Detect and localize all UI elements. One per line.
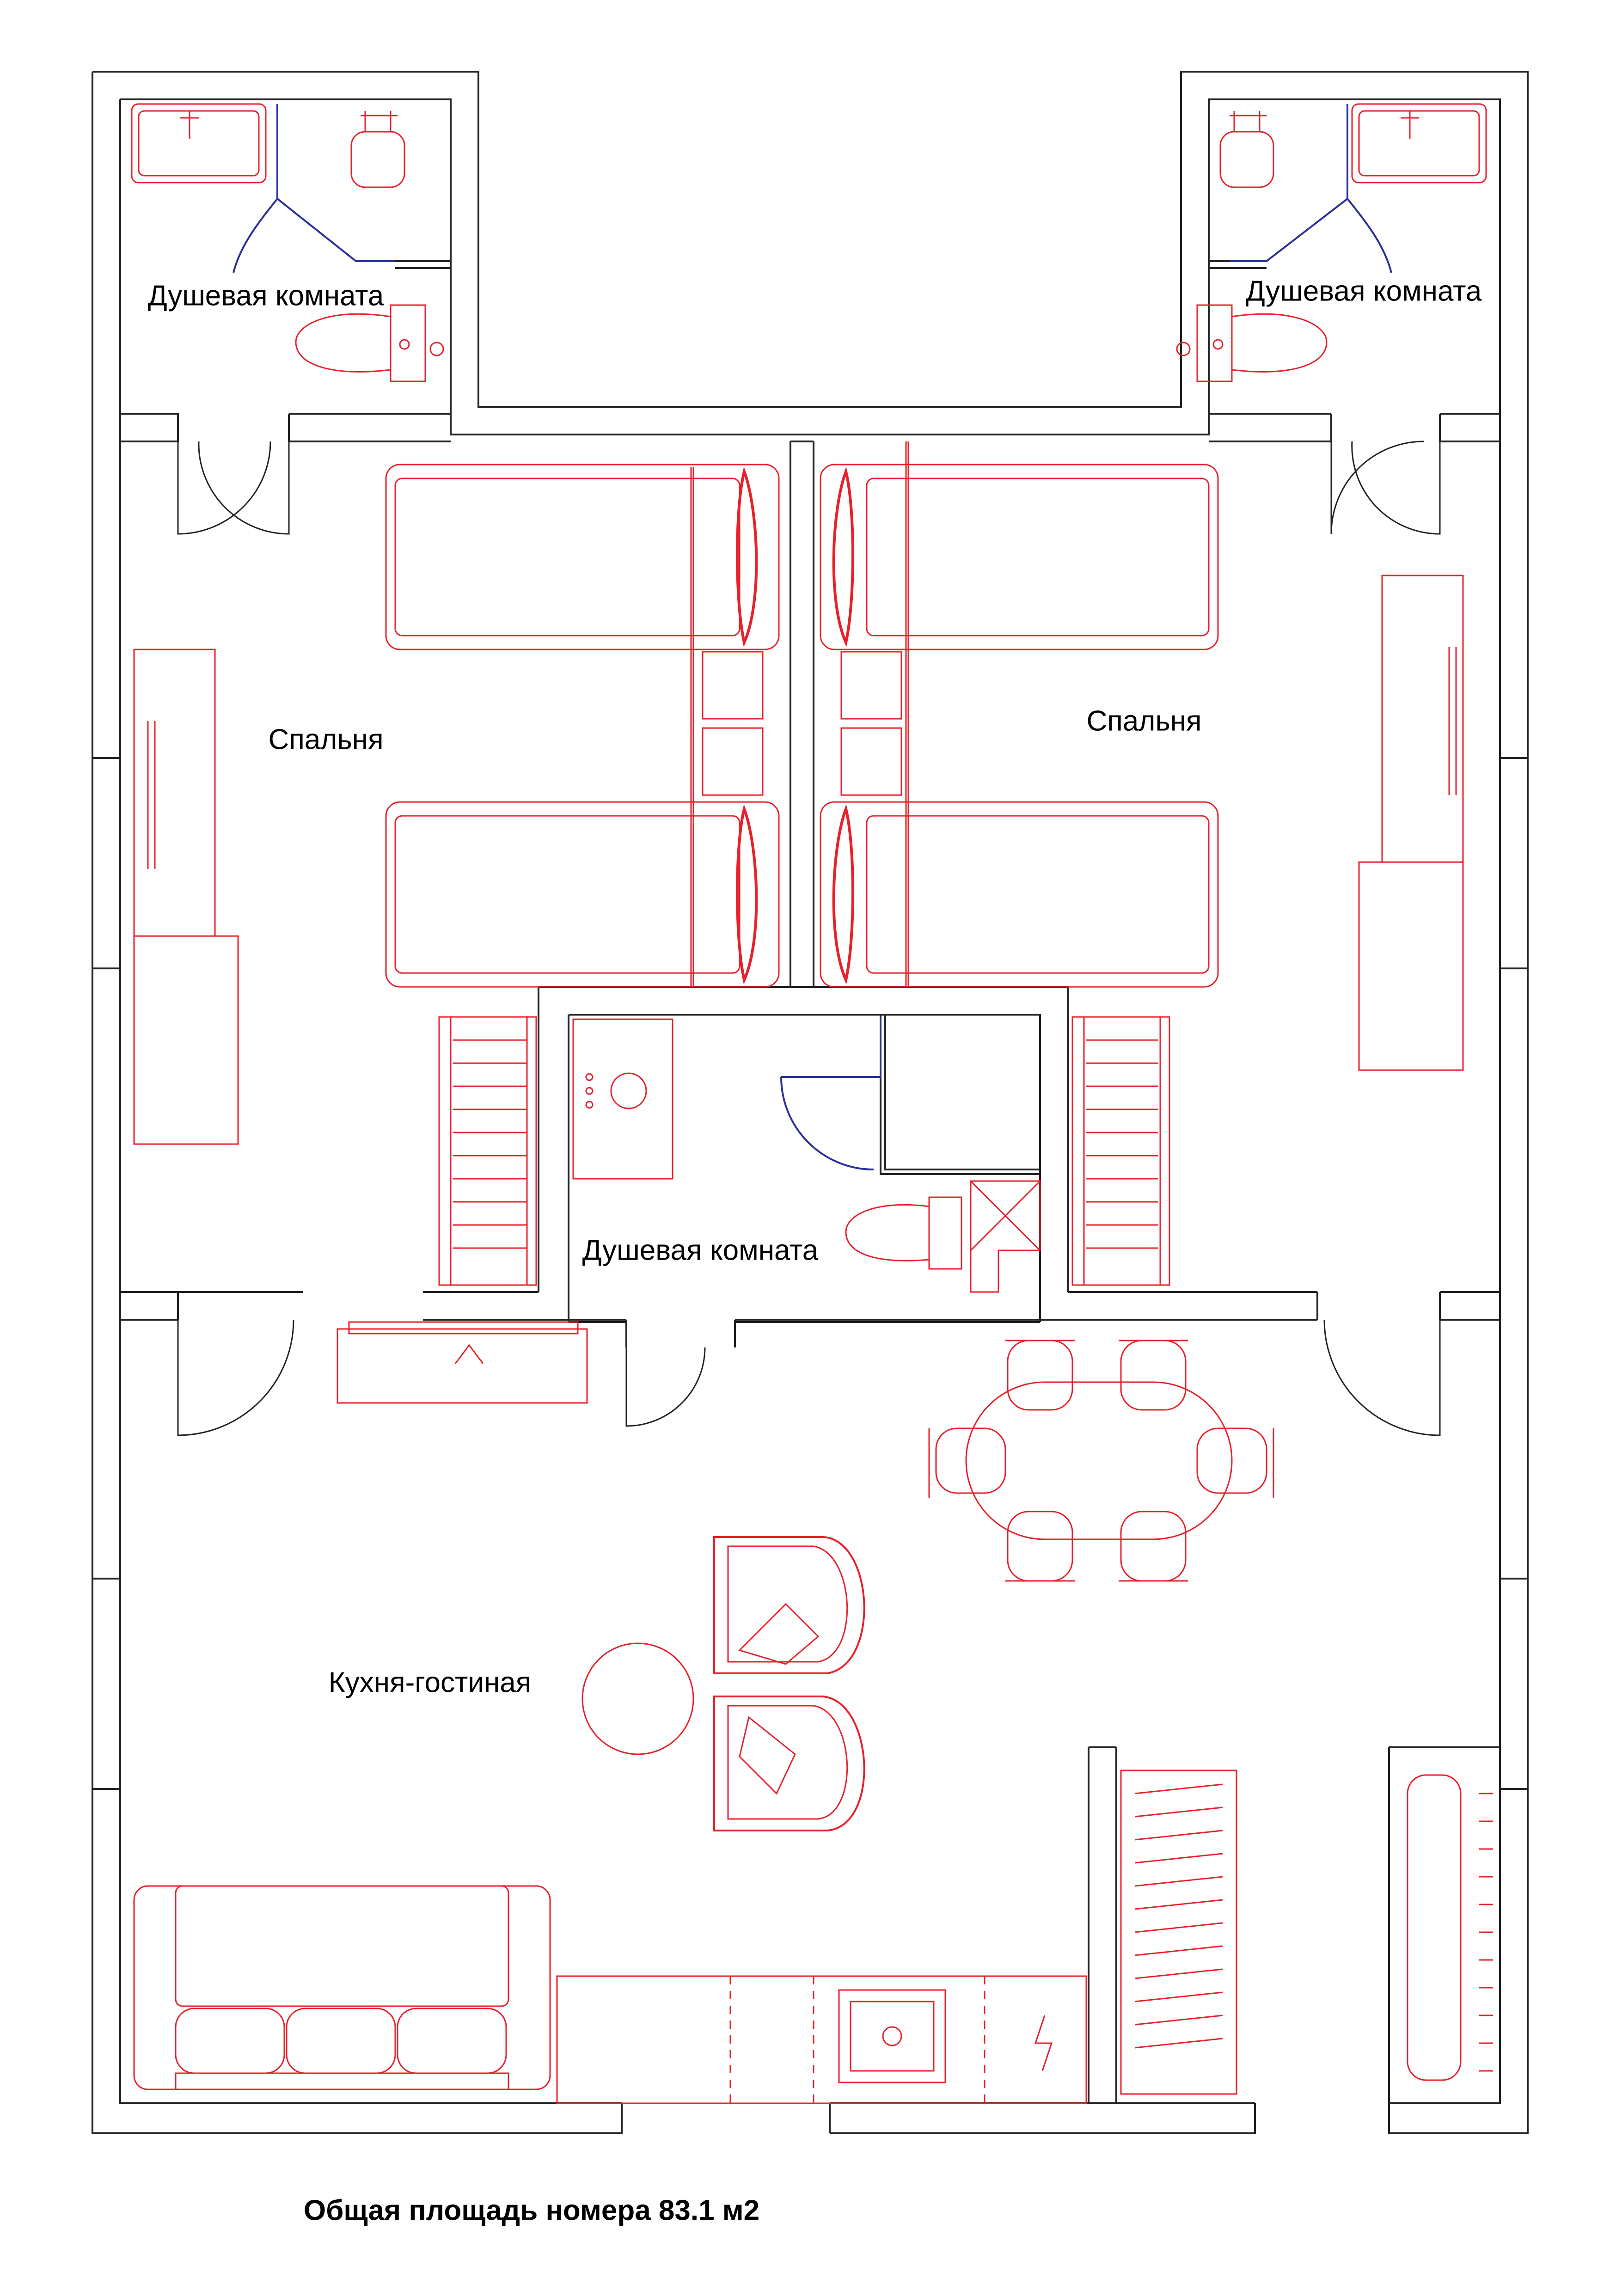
sofa bbox=[133, 1885, 551, 2090]
room-label-shower-top-right: Душевая комната bbox=[1245, 275, 1482, 307]
doors bbox=[177, 441, 1441, 1436]
chair bbox=[1005, 1511, 1075, 1582]
chair bbox=[1196, 1427, 1274, 1498]
walls bbox=[92, 71, 1529, 2134]
room-label-shower-center: Душевая комната bbox=[582, 1234, 819, 1267]
pantry-shelves bbox=[1120, 1769, 1237, 2095]
tv-console bbox=[337, 1321, 588, 1404]
shower-fixtures-center bbox=[572, 1018, 1041, 1293]
chair bbox=[928, 1427, 1006, 1498]
shower-fixtures-top-right bbox=[1176, 103, 1487, 382]
furniture bbox=[131, 103, 1493, 2104]
shoe-rack-left bbox=[438, 1016, 537, 1286]
room-label-bedroom-left: Спальня bbox=[268, 723, 384, 756]
armchairs bbox=[713, 1536, 865, 1831]
shoe-rack-right bbox=[1071, 1016, 1170, 1286]
glass-doors bbox=[233, 104, 1392, 1170]
chair bbox=[1119, 1511, 1188, 1582]
kitchen-counter bbox=[556, 1975, 1087, 2104]
shower-fixtures-top-left bbox=[131, 103, 444, 382]
chair bbox=[1119, 1340, 1188, 1411]
coffee-table bbox=[581, 1642, 694, 1755]
beds-right bbox=[820, 441, 1219, 988]
room-label-living-kitchen: Кухня-гостиная bbox=[328, 1666, 532, 1699]
wardrobe-right bbox=[1358, 575, 1464, 1071]
total-area-note: Общая площадь номера 83.1 м2 bbox=[303, 2194, 760, 2227]
wardrobe-left bbox=[133, 649, 239, 1145]
radiator bbox=[1407, 1774, 1493, 2081]
room-label-bedroom-right: Спальня bbox=[1086, 705, 1202, 737]
chair bbox=[1005, 1340, 1075, 1411]
dining-set bbox=[928, 1340, 1274, 1582]
room-label-shower-top-left: Душевая комната bbox=[147, 280, 384, 312]
beds-left bbox=[385, 464, 780, 988]
